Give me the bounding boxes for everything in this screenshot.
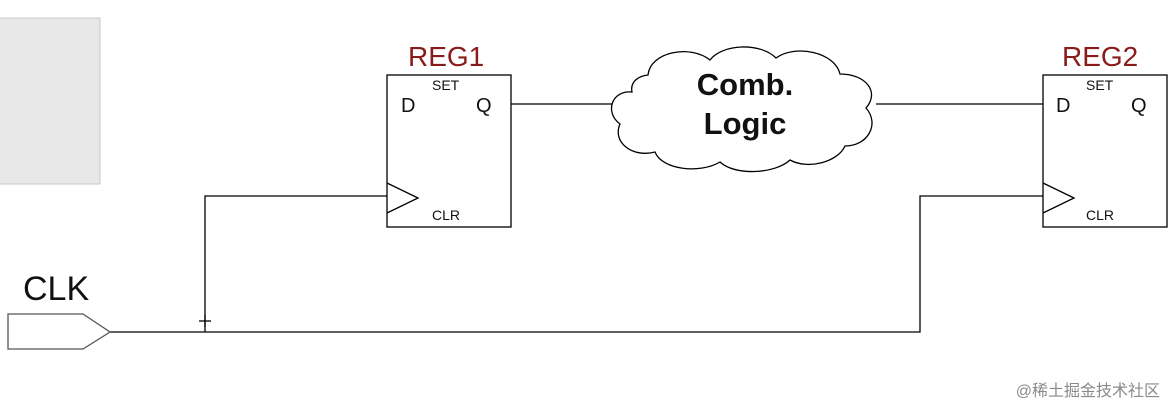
comb-logic-cloud: Comb. Logic [610, 46, 873, 173]
wires [110, 103, 1043, 333]
logic-line2: Logic [704, 106, 787, 141]
reg2-clr-label: CLR [1086, 207, 1114, 223]
reg2-set-label: SET [1086, 77, 1114, 93]
reg2-q-label: Q [1131, 95, 1147, 117]
reg2-clock-triangle [1042, 182, 1076, 214]
logic-line1: Comb. [697, 67, 793, 102]
clk-port [7, 313, 112, 350]
clk-label: CLK [23, 270, 89, 308]
reg2-title: REG2 [1062, 41, 1138, 72]
cloud-shape [610, 46, 873, 173]
reg1-d-label: D [401, 95, 415, 117]
clock-wire-reg1 [204, 195, 387, 332]
reg1-title: REG1 [408, 41, 484, 72]
reg1-box [386, 74, 512, 228]
reg1-clr-label: CLR [432, 207, 460, 223]
reg2: REG2 SET D Q CLR [1042, 41, 1168, 228]
watermark: @稀土掘金技术社区 [1016, 382, 1160, 400]
clock-wire-reg2 [110, 195, 1043, 333]
reg2-d-label: D [1056, 95, 1070, 117]
reg1-set-label: SET [432, 77, 460, 93]
reg1: REG1 SET D Q CLR [386, 41, 512, 228]
reg1-clock-triangle [386, 182, 420, 214]
gray-panel [0, 17, 101, 185]
reg1-q-label: Q [476, 95, 492, 117]
reg2-box [1042, 74, 1168, 228]
